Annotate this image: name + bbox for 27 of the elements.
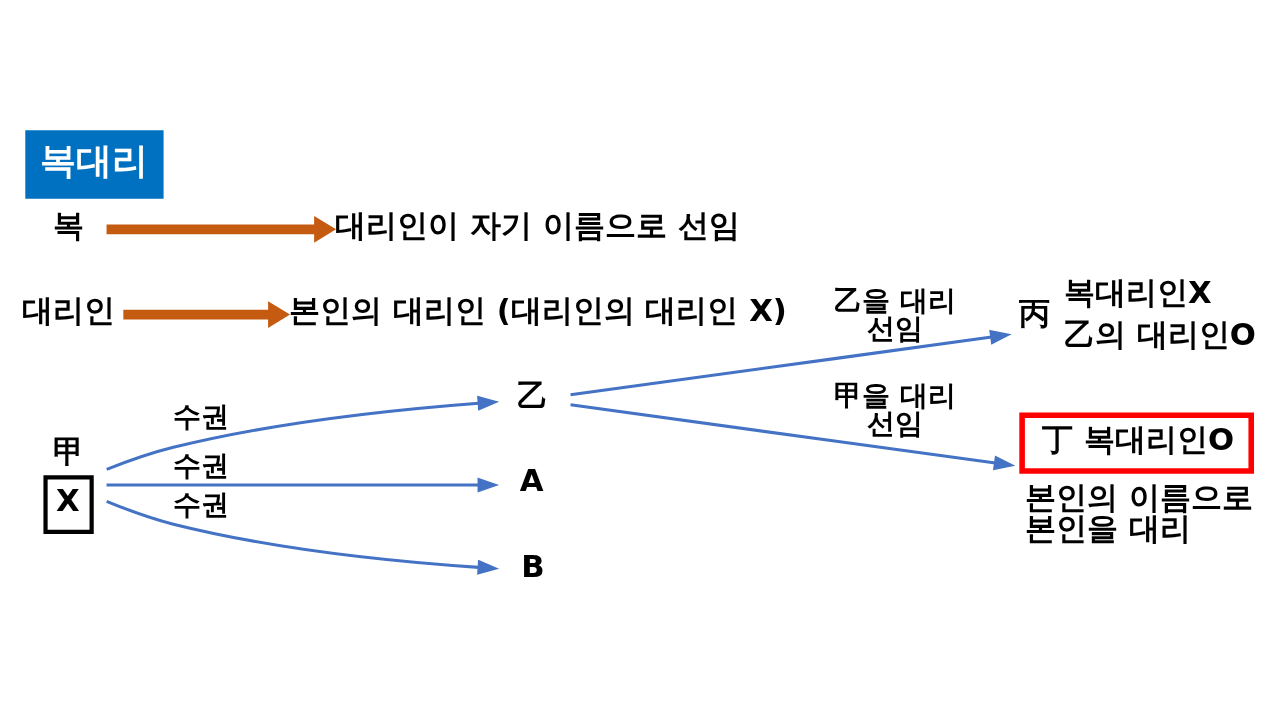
arrow (106, 215, 337, 243)
node-text: 丙 (1019, 294, 1051, 331)
edge-label: 수권 (173, 488, 230, 522)
node-label: 복대리인X (1064, 273, 1212, 310)
arrow (106, 477, 500, 493)
node-box: X (43, 475, 94, 534)
edge-label: 乙을 대리 선임 (834, 284, 956, 346)
arrow (123, 301, 291, 329)
node-text: A (519, 462, 544, 499)
node-label: 甲 (53, 433, 85, 470)
node-text: B (521, 547, 545, 584)
arrow (106, 499, 500, 575)
node-label: 본인의 이름으로 본인을 대리 (1024, 479, 1253, 546)
node-text: 乙 (517, 377, 549, 414)
arrow (570, 329, 1012, 397)
edge-label: 수권 (173, 449, 230, 483)
node-label: 乙의 대리인O (1064, 315, 1256, 352)
arrow (106, 395, 500, 471)
edge-label: 수권 (173, 400, 230, 434)
node-box: 丁 복대리인O (1019, 412, 1255, 474)
diagram-title: 복대리 (39, 138, 148, 182)
node-text: 복 (53, 206, 85, 243)
edge-label: 甲을 대리 선임 (834, 379, 956, 441)
node-text: 본인의 대리인 (대리인의 대리인 X) (289, 292, 787, 329)
node-text: 대리인이 자기 이름으로 선임 (335, 206, 740, 243)
arrow (570, 403, 1016, 471)
node-text: 대리인 (22, 292, 116, 329)
